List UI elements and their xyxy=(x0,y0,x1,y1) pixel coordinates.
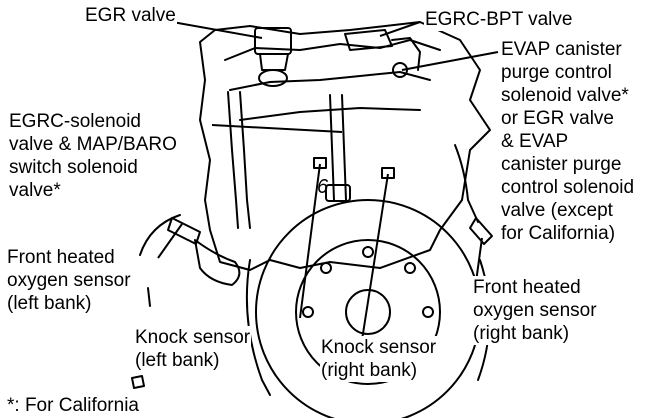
intake-plenum xyxy=(224,39,441,61)
label-egr-valve: EGR valve xyxy=(84,4,177,27)
cylinder-number-mark: 6 xyxy=(317,176,329,198)
leader-evap xyxy=(401,51,499,71)
leader-o2-left xyxy=(157,223,183,259)
egr-valve-body xyxy=(254,27,292,55)
leader-knock-left xyxy=(299,163,321,319)
label-evap-purge-solenoid: EVAP canister purge control solenoid val… xyxy=(500,38,636,245)
label-egrc-solenoid: EGRC-solenoid valve & MAP/BARO switch so… xyxy=(8,110,178,202)
label-front-o2-right: Front heated oxygen sensor (right bank) xyxy=(472,276,598,345)
right-o2-sensor xyxy=(469,217,493,245)
leader-egrc-solenoid xyxy=(211,124,343,133)
engine-block-outline xyxy=(199,21,491,271)
egrc-bpt-valve xyxy=(344,29,393,51)
label-egrc-bpt-valve: EGRC-BPT valve xyxy=(424,8,574,31)
leader-egrc-bpt xyxy=(379,21,421,37)
label-front-o2-left: Front heated oxygen sensor (left bank) xyxy=(6,246,132,315)
label-knock-left: Knock sensor (left bank) xyxy=(134,326,252,372)
leader-knock-right xyxy=(361,173,389,341)
label-knock-right: Knock sensor (right bank) xyxy=(320,336,438,382)
leader-o2-right xyxy=(475,237,483,283)
flywheel xyxy=(255,199,481,418)
footnote-california: *: For California xyxy=(6,394,140,417)
